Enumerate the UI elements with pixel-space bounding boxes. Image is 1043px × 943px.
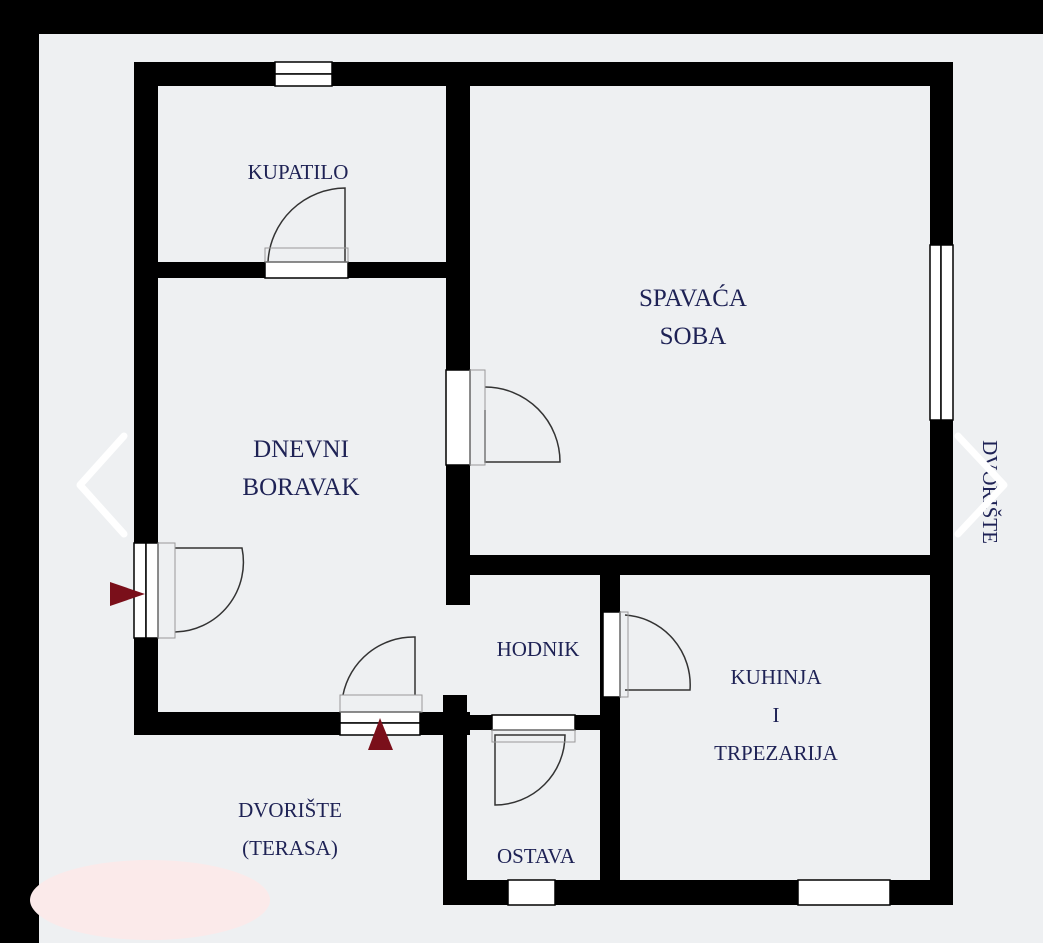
room-label-spavaca-1: SPAVAĆA xyxy=(639,284,747,312)
room-label-dnevni-1: DNEVNI xyxy=(253,436,349,463)
plan-image-background xyxy=(39,34,1043,943)
room-label-kuhinja-1: KUHINJA xyxy=(731,665,823,689)
room-label-kuhinja-2: I xyxy=(773,703,780,727)
chevron-right-icon xyxy=(954,432,1008,538)
label-dvoriste-terasa-1: DVORIŠTE xyxy=(238,798,342,822)
blur-blob xyxy=(30,860,270,940)
room-label-ostava: OSTAVA xyxy=(497,844,576,868)
entrance-marker-left xyxy=(110,582,145,606)
next-image-button[interactable] xyxy=(952,430,1012,540)
label-dvoriste-terasa-2: (TERASA) xyxy=(242,836,338,860)
chevron-left-icon xyxy=(76,432,128,538)
doors xyxy=(133,187,691,806)
room-label-dnevni-2: BORAVAK xyxy=(242,474,359,501)
room-label-kupatilo: KUPATILO xyxy=(248,160,349,184)
room-label-kuhinja-3: TRPEZARIJA xyxy=(714,741,839,765)
room-label-hodnik: HODNIK xyxy=(497,637,580,661)
entrance-marker-bottom xyxy=(368,718,393,750)
windows xyxy=(274,61,954,906)
room-label-spavaca-2: SOBA xyxy=(660,323,727,350)
prev-image-button[interactable] xyxy=(72,430,132,540)
